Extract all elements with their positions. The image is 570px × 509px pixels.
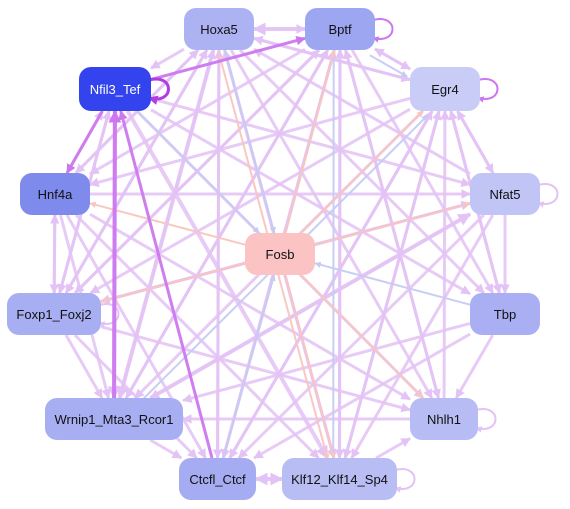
edge-hnf4a-to-nhlh1 [89, 212, 411, 401]
edge-nfil3_tef-to-tbp [150, 108, 471, 296]
edge-fosb-to-nhlh1 [300, 274, 424, 399]
edge-foxp1_foxj2-to-wrnip1 [64, 334, 104, 399]
edge-nfil3_tef-to-klf12 [125, 110, 330, 460]
edge-wrnip1-to-nfil3_tef [108, 109, 122, 399]
node-egr4[interactable]: Egr4 [410, 67, 480, 111]
edge-self-loop-klf12 [394, 468, 416, 493]
edge-tbp-to-ctcfl_ctcf [253, 332, 471, 460]
node-ctcfl-ctcf[interactable]: Ctcfl_Ctcf [179, 458, 256, 500]
edge-klf12-to-nhlh1 [375, 437, 411, 460]
node-klf12-klf14-sp4[interactable]: Klf12_Klf14_Sp4 [282, 458, 397, 500]
edge-wrnip1-to-ctcfl_ctcf [149, 438, 183, 460]
edge-nfil3_tef-to-hnf4a [65, 110, 104, 174]
edge-self-loop-nfil3_tef [148, 77, 170, 105]
node-foxp1-foxj2[interactable]: Foxp1_Foxj2 [7, 293, 101, 335]
edge-hoxa5-to-nfil3_tef [150, 47, 185, 70]
edge-self-loop-egr4 [477, 78, 499, 103]
edge-ctcfl_ctcf-to-nfil3_tef [118, 110, 214, 459]
edge-self-loop-foxp1_foxj2 [98, 303, 120, 328]
node-nfil3-tef[interactable]: Nfil3_Tef [79, 67, 151, 111]
edge-self-loop-nfat5 [537, 183, 559, 208]
node-hnf4a[interactable]: Hnf4a [20, 173, 90, 215]
edge-egr4-to-ctcfl_ctcf [228, 110, 434, 459]
edge-foxp1_foxj2-to-hnf4a [49, 214, 60, 294]
edge-nfat5-to-wrnip1 [149, 212, 471, 400]
node-nhlh1[interactable]: Nhlh1 [410, 398, 478, 440]
node-bptf[interactable]: Bptf [305, 8, 375, 50]
edge-fosb-to-egr4 [300, 110, 424, 234]
node-wrnip1-mta3-rcor1[interactable]: Wrnip1_Mta3_Rcor1 [45, 398, 183, 440]
node-tbp[interactable]: Tbp [470, 293, 540, 335]
node-hoxa5[interactable]: Hoxa5 [184, 8, 254, 50]
edge-egr4-to-bptf [374, 47, 411, 71]
edge-ctcfl_ctcf-to-hoxa5 [214, 49, 224, 459]
edge-fosb-to-foxp1_foxj2 [100, 262, 246, 304]
edge-foxp1_foxj2-to-nhlh1 [100, 325, 411, 413]
edge-bptf-to-egr4 [369, 54, 408, 78]
edge-nfil3_tef-to-bptf [150, 35, 306, 81]
edge-hoxa5-to-fosb [223, 49, 276, 234]
edge-nfil3_tef-to-fosb [136, 110, 260, 234]
edge-tbp-to-fosb [314, 261, 471, 306]
edge-tbp-to-nhlh1 [454, 334, 495, 399]
edge-fosb-to-nfat5 [314, 201, 471, 246]
edge-ctcfl_ctcf-to-fosb [222, 274, 276, 459]
edge-self-loop-nhlh1 [475, 408, 497, 433]
node-nfat5[interactable]: Nfat5 [470, 173, 540, 215]
edge-hoxa5-to-nhlh1 [229, 49, 434, 399]
edge-fosb-to-bptf [284, 49, 337, 234]
edge-egr4-to-nfat5 [456, 110, 495, 174]
edge-egr4-to-foxp1_foxj2 [89, 107, 411, 295]
node-fosb[interactable]: Fosb [245, 233, 315, 275]
edge-wrnip1-to-bptf [124, 49, 330, 399]
edge-fosb-to-klf12 [284, 274, 336, 459]
edge-self-loop-bptf [372, 18, 394, 43]
